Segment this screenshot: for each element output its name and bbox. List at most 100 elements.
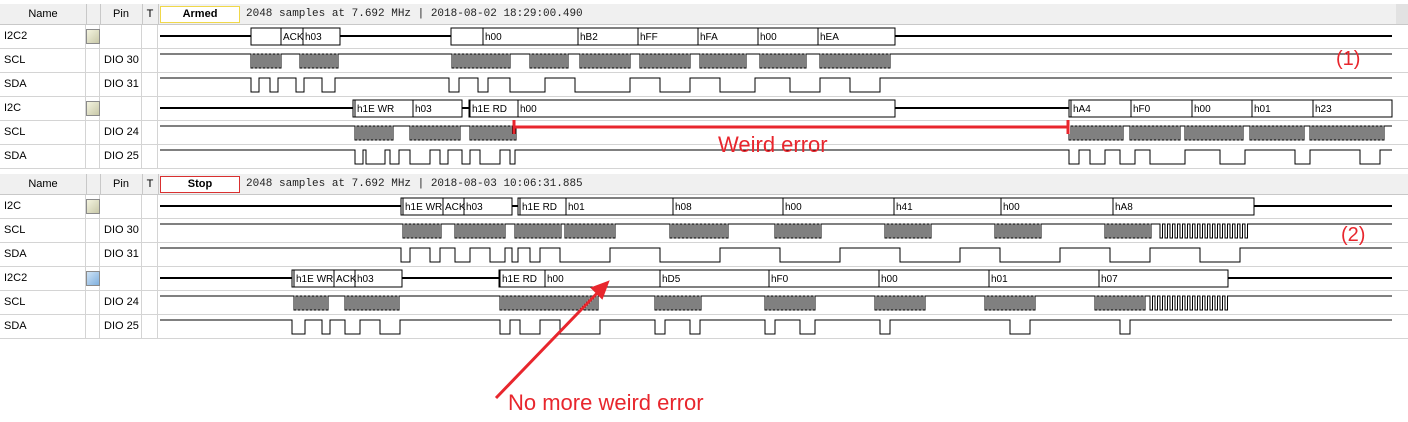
pin-column-header[interactable]: Pin <box>100 4 143 24</box>
column-divider <box>85 145 86 168</box>
column-divider <box>85 267 86 290</box>
signal-row[interactable]: SDA DIO 25 <box>0 315 1408 339</box>
signal-pin: DIO 30 <box>104 224 139 236</box>
capture-info: 2048 samples at 7.692 MHz | 2018-08-03 1… <box>246 178 583 190</box>
annotation-label-2: (2) <box>1341 224 1366 246</box>
bus-decode-label: hF0 <box>771 274 789 285</box>
trigger-column-header[interactable]: T <box>142 4 159 24</box>
capture-info: 2048 samples at 7.692 MHz | 2018-08-02 1… <box>246 8 583 20</box>
signal-name[interactable]: SDA <box>4 320 27 332</box>
signal-row[interactable]: SCL DIO 30 <box>0 49 1408 73</box>
signal-row[interactable]: SDA DIO 25 <box>0 145 1408 169</box>
column-divider <box>85 97 86 120</box>
column-divider <box>85 315 86 338</box>
bus-packet <box>352 99 463 118</box>
bus-decode-label: hEA <box>820 32 839 43</box>
column-divider <box>141 49 142 72</box>
signal-pin: DIO 24 <box>104 126 139 138</box>
column-divider <box>157 25 158 48</box>
column-divider <box>157 121 158 144</box>
column-divider <box>85 73 86 96</box>
bus-packet <box>291 269 403 288</box>
column-divider <box>85 121 86 144</box>
pin-column-header[interactable]: Pin <box>100 174 143 194</box>
column-divider <box>141 97 142 120</box>
column-divider <box>157 315 158 338</box>
bus-decode-label: h1E WR <box>296 274 333 285</box>
trigger-column-header[interactable]: T <box>142 174 159 194</box>
column-divider <box>157 243 158 266</box>
column-divider <box>157 219 158 242</box>
bus-decode-label: ACK <box>336 274 357 285</box>
signal-row[interactable]: SCL DIO 30 <box>0 219 1408 243</box>
name-column-header[interactable]: Name <box>0 174 87 194</box>
signal-row[interactable]: I2C2 <box>0 267 1408 291</box>
signal-row[interactable]: SDA DIO 31 <box>0 73 1408 97</box>
signal-name[interactable]: I2C2 <box>4 30 28 42</box>
stop-button[interactable]: Stop <box>160 176 240 193</box>
bus-packet <box>468 99 896 118</box>
column-divider <box>99 243 100 266</box>
bus-decode-label: h00 <box>1003 202 1020 213</box>
signal-row[interactable]: SCL DIO 24 <box>0 121 1408 145</box>
icon-column-header <box>86 174 101 194</box>
bus-decode-label: h03 <box>305 32 322 43</box>
signal-name[interactable]: SDA <box>4 78 27 90</box>
bus-decode-label: h1E RD <box>522 202 557 213</box>
column-divider <box>99 291 100 314</box>
signal-name[interactable]: SDA <box>4 150 27 162</box>
column-divider <box>99 315 100 338</box>
bus-decode-label: h01 <box>991 274 1008 285</box>
signal-pin: DIO 24 <box>104 296 139 308</box>
signal-pin: DIO 31 <box>104 78 139 90</box>
bus-settings-icon[interactable] <box>86 101 100 116</box>
signal-row[interactable]: I2C <box>0 195 1408 219</box>
column-divider <box>141 121 142 144</box>
signal-name[interactable]: I2C <box>4 200 22 212</box>
signal-name[interactable]: I2C <box>4 102 22 114</box>
column-divider <box>141 73 142 96</box>
signal-pin: DIO 25 <box>104 320 139 332</box>
signal-trace <box>160 125 1392 141</box>
bus-decode-label: h00 <box>547 274 564 285</box>
armed-button[interactable]: Armed <box>160 6 240 23</box>
bus-decode-label: h1E RD <box>502 274 537 285</box>
panel-1: Name Pin T Armed 2048 samples at 7.692 M… <box>0 4 1408 170</box>
signal-name[interactable]: SCL <box>4 224 26 236</box>
bus-decode-label: hD5 <box>662 274 681 285</box>
bus-decode-label: hA8 <box>1115 202 1133 213</box>
column-divider <box>85 25 86 48</box>
signal-row[interactable]: SCL DIO 24 <box>0 291 1408 315</box>
scrollbar[interactable] <box>1396 4 1408 24</box>
column-divider <box>85 291 86 314</box>
bus-settings-icon[interactable] <box>86 271 100 286</box>
signal-name[interactable]: SDA <box>4 248 27 260</box>
column-divider <box>157 145 158 168</box>
column-divider <box>157 291 158 314</box>
bus-settings-icon[interactable] <box>86 199 100 214</box>
column-divider <box>85 219 86 242</box>
column-divider <box>141 145 142 168</box>
bus-settings-icon[interactable] <box>86 29 100 44</box>
bus-packet <box>450 27 896 46</box>
bus-decode-label: h03 <box>466 202 483 213</box>
signal-trace <box>160 223 1392 239</box>
column-divider <box>99 121 100 144</box>
signal-name[interactable]: SCL <box>4 54 26 66</box>
column-divider <box>85 49 86 72</box>
bus-decode-label: h1E WR <box>405 202 442 213</box>
column-divider <box>141 219 142 242</box>
bus-decode-label: ACK <box>283 32 304 43</box>
signal-row[interactable]: I2C <box>0 97 1408 121</box>
signal-name[interactable]: I2C2 <box>4 272 28 284</box>
bus-decode-label: h08 <box>675 202 692 213</box>
signal-pin: DIO 25 <box>104 150 139 162</box>
signal-name[interactable]: SCL <box>4 126 26 138</box>
signal-name[interactable]: SCL <box>4 296 26 308</box>
annotation-weird-error: Weird error <box>718 132 828 157</box>
name-column-header[interactable]: Name <box>0 4 87 24</box>
signal-pin: DIO 30 <box>104 54 139 66</box>
signal-row[interactable]: I2C2 <box>0 25 1408 49</box>
